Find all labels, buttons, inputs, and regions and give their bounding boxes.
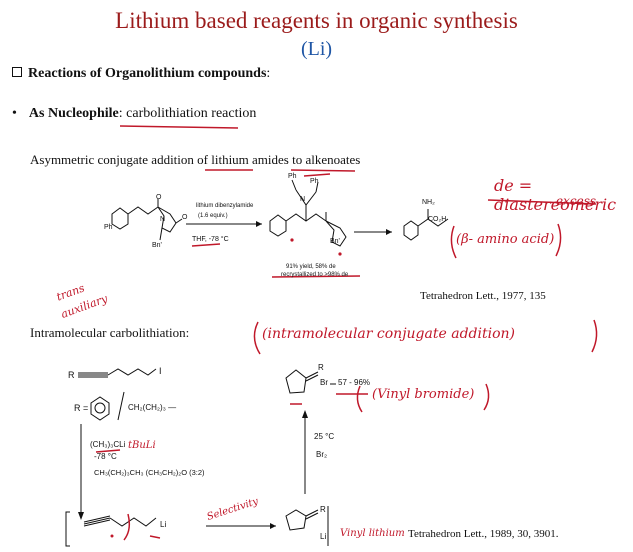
reagent-solvent: CH₃(CH₂)₃CH₃ (CH₃CH₂)₂O (3:2) bbox=[94, 468, 205, 477]
underline-nitrogen bbox=[303, 173, 331, 177]
alkynyl-iodide-structure bbox=[78, 368, 157, 378]
label-ph3: Ph bbox=[310, 178, 319, 185]
label-r: R bbox=[68, 370, 75, 380]
annotation-tbuli: tBuLi bbox=[128, 440, 156, 451]
underline-alkenoates bbox=[290, 169, 356, 172]
label-yield-range: 57 - 96% bbox=[338, 378, 371, 387]
slide-subtitle: (Li) bbox=[300, 38, 333, 60]
label-co2h: CO₂H bbox=[428, 216, 447, 223]
annotation-vinyl-bromide: (Vinyl bromide) bbox=[372, 387, 475, 402]
label-25c: 25 °C bbox=[314, 432, 335, 441]
label-br2: Br₂ bbox=[316, 450, 328, 459]
vinyl-lithium-product-structure bbox=[285, 506, 329, 546]
label-lower-r: R bbox=[320, 505, 326, 514]
underline-de bbox=[271, 275, 361, 278]
annotation-excess: excess bbox=[556, 194, 597, 208]
section-intramolecular: Intramolecular carbolithiation: bbox=[30, 325, 190, 340]
dot-bullet-icon: • bbox=[12, 106, 17, 121]
checkbox-bullet-icon bbox=[12, 67, 22, 77]
label-ph: Ph bbox=[104, 224, 113, 231]
label-i: I bbox=[159, 366, 162, 376]
label-n1: N bbox=[160, 216, 166, 223]
label-butyl: CH₂(CH₂)₃ — bbox=[128, 403, 177, 412]
label-o2: O bbox=[182, 214, 188, 221]
label-lower-li: Li bbox=[320, 532, 327, 541]
bullet1-text: Reactions of Organolithium compounds bbox=[28, 66, 267, 81]
reagent-equiv: (1.6 equiv.) bbox=[198, 213, 228, 219]
bullet-organolithium: Reactions of Organolithium compounds: bbox=[12, 66, 270, 82]
label-o1: O bbox=[156, 194, 162, 201]
reagent-tbuli: (CH₃)₃CLi bbox=[90, 440, 126, 449]
annotation-de-definition: de = diastereomeric bbox=[494, 176, 617, 214]
label-ph2: Ph bbox=[288, 173, 297, 180]
reference-1977: Tetrahedron Lett., 1977, 135 bbox=[420, 290, 546, 302]
reagent-temp: -78 °C bbox=[94, 452, 117, 461]
label-n2: N bbox=[300, 196, 306, 203]
label-r-equals: R = bbox=[74, 403, 89, 413]
bullet2-rest: : carbolithiation reaction bbox=[118, 106, 257, 121]
annotation-intramolecular: (intramolecular conjugate addition) bbox=[262, 326, 515, 342]
yield-de: 91% yield, 58% de bbox=[286, 264, 336, 270]
label-li: Li bbox=[160, 520, 167, 529]
reagent-lithium-dibenzylamide: lithium dibenzylamide bbox=[196, 203, 254, 209]
underline-thf bbox=[191, 243, 221, 247]
annotation-beta-amino-acid: (β- amino acid) bbox=[456, 232, 555, 247]
label-product-br: Br bbox=[320, 378, 328, 387]
reaction-conditions: THF, -78 °C bbox=[192, 236, 229, 243]
annotation-vinyl-lithium: Vinyl lithium bbox=[340, 528, 405, 539]
phenyl-ring-structure bbox=[90, 391, 125, 421]
label-bn: Bn' bbox=[152, 242, 162, 249]
lithiated-intermediate-structure bbox=[65, 511, 157, 547]
slide-title: Lithium based reagents in organic synthe… bbox=[115, 8, 518, 33]
recrystallized-de: recrystallized to >98% de bbox=[281, 272, 349, 278]
cinnamoyl-oxazolidinone-structure bbox=[111, 199, 183, 241]
beta-amino-acid-structure bbox=[403, 209, 449, 241]
reference-1989: Tetrahedron Lett., 1989, 30, 3901. bbox=[408, 528, 559, 540]
section-asymmetric-addition: Asymmetric conjugate addition of lithium… bbox=[30, 152, 361, 167]
label-nh2: NH₂ bbox=[422, 199, 435, 206]
underline-carbolithiation bbox=[119, 125, 239, 129]
bullet1-colon: : bbox=[266, 66, 271, 81]
label-bn2: Bn' bbox=[330, 238, 340, 245]
bullet-nucleophile: • As Nucleophile: carbolithiation reactio… bbox=[12, 106, 256, 122]
amine-product-structure bbox=[269, 179, 347, 247]
label-product-r: R bbox=[318, 363, 324, 372]
bullet2-bold: As Nucleophile bbox=[28, 106, 119, 121]
vinyl-bromide-product-structure bbox=[285, 369, 319, 394]
